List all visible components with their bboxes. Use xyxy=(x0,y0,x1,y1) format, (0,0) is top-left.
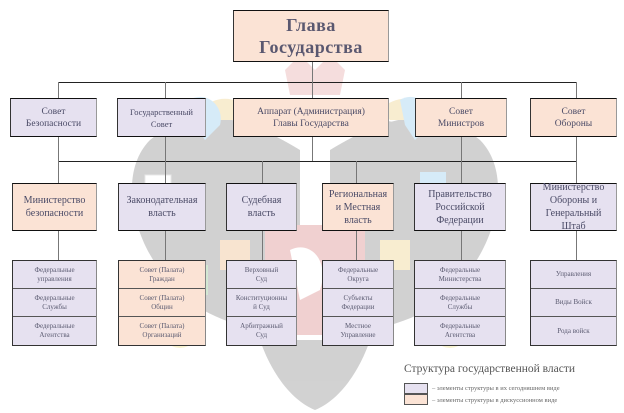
connector-row1-1 xyxy=(58,82,59,98)
row3-cell: Виды Войск xyxy=(531,289,616,317)
row3-cell: Конституционны й Суд xyxy=(227,289,296,317)
row3-stack-2: Совет (Палата) Граждан Совет (Палата) Об… xyxy=(118,260,206,346)
row3-cell: Совет (Палата) Граждан xyxy=(119,261,205,289)
row3-stack-5: Федеральные Министерства Федеральные Слу… xyxy=(414,260,506,346)
legend-label-discussion: – элементы структуры в дискуссионном вид… xyxy=(432,397,558,404)
row1-box-administration: Аппарат (Администрация) Главы Государств… xyxy=(233,98,389,137)
row2-box-regional: Региональная и Местная власть xyxy=(322,183,394,231)
row3-cell: Федеральные Агентства xyxy=(34,322,75,339)
legend-title: Структура государственной власти xyxy=(404,363,576,375)
row3-cell: Федеральные управления xyxy=(13,261,96,289)
connector-row2-2 xyxy=(165,161,166,183)
connector-bus-row2 xyxy=(58,161,577,162)
connector-row2-5 xyxy=(461,161,462,183)
legend-label-current: – элементы структуры в их сегодняшнем ви… xyxy=(432,385,560,392)
row1-box-security-council: Совет Безопасности xyxy=(10,98,97,137)
row3-cell: Местное Управление xyxy=(340,322,376,339)
row3-cell: Федеральные Агентства xyxy=(439,322,481,339)
connector-row1-4 xyxy=(461,82,462,98)
row3-cell: Федеральные Службы xyxy=(13,289,96,317)
row3-cell: Федеральные Министерства xyxy=(415,261,505,289)
connector-row1-1-down xyxy=(58,137,59,161)
connector-row3-4 xyxy=(356,231,357,260)
connector-row3-6 xyxy=(576,231,577,260)
row3-cell: Совет (Палата) Общин xyxy=(119,289,205,317)
connector-row1-3-down xyxy=(312,137,313,161)
row3-cell: Управления xyxy=(531,261,616,289)
row2-box-ministry-security: Министерство безопасности xyxy=(12,183,97,231)
legend-swatch-discussion xyxy=(404,394,428,405)
connector-row2-6 xyxy=(576,161,577,183)
connector-row3-1 xyxy=(58,231,59,260)
connector-row1-2 xyxy=(165,82,166,98)
row2-box-government: Правительство Российской Федерации xyxy=(414,183,506,231)
row3-cell: Рода войск xyxy=(557,326,590,335)
row3-stack-3: Верховный Суд Конституционны й Суд Арбит… xyxy=(226,260,297,346)
connector-row1-2-down xyxy=(165,137,166,161)
connector-row3-5 xyxy=(461,231,462,260)
connector-row2-3 xyxy=(262,161,263,183)
legend-swatch-current xyxy=(404,383,428,394)
row3-cell: Верховный Суд xyxy=(227,261,296,289)
row1-box-council-of-ministers: Совет Министров xyxy=(415,98,507,137)
row3-stack-4: Федеральные Округа Субъекты Федерации Ме… xyxy=(322,260,394,346)
connector-head-down xyxy=(312,62,313,82)
connector-row3-3 xyxy=(262,231,263,260)
row3-cell: Совет (Палата) Организаций xyxy=(139,322,185,339)
row3-cell: Субъекты Федерации xyxy=(323,289,393,317)
row3-cell: Федеральные Округа xyxy=(323,261,393,289)
connector-row1-4-down xyxy=(461,137,462,161)
head-of-state-box: Глава Государства xyxy=(233,10,389,62)
connector-row1-3 xyxy=(312,82,313,98)
connector-row1-5 xyxy=(576,82,577,98)
connector-row2-1 xyxy=(58,161,59,183)
connector-bus-row1 xyxy=(58,82,577,83)
connector-row3-2 xyxy=(165,231,166,260)
row1-box-state-council: Государственный Совет xyxy=(117,98,206,137)
row3-cell: Федеральные Службы xyxy=(415,289,505,317)
row3-cell: Арбитражный Суд xyxy=(240,322,283,339)
connector-row2-4 xyxy=(356,161,357,183)
row1-box-defense-council: Совет Обороны xyxy=(530,98,617,137)
row3-stack-6: Управления Виды Войск Рода войск xyxy=(530,260,617,346)
row3-stack-1: Федеральные управления Федеральные Служб… xyxy=(12,260,97,346)
row2-box-judicial: Судебная власть xyxy=(226,183,297,231)
connector-row1-5-down xyxy=(576,137,577,161)
row2-box-legislative: Законодательная власть xyxy=(118,183,206,231)
row2-box-defense-ministry: Министерство Обороны и Генеральный Штаб xyxy=(530,182,617,232)
